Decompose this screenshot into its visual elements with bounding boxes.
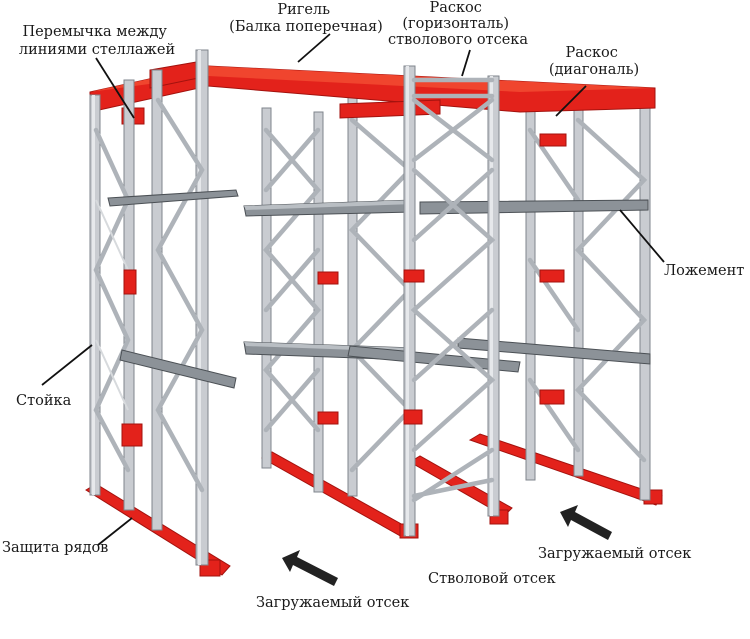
upright — [573, 99, 584, 477]
leader-crosstie — [95, 57, 135, 119]
leader-row-guard — [97, 517, 133, 546]
aisle-brace — [410, 167, 496, 453]
crosstie-red — [121, 423, 143, 447]
frame-brace — [527, 127, 581, 453]
left-frames — [89, 49, 209, 566]
frame-brace — [155, 97, 205, 493]
label-rail: Ложемент — [664, 263, 744, 279]
upright — [261, 107, 272, 469]
label-brace-horizontal: Раскос (горизонталь) стволового отсека — [388, 0, 528, 48]
label-line: (горизонталь) — [402, 16, 509, 32]
leader-brace-diagonal — [555, 85, 587, 117]
top-beam-main — [89, 65, 656, 113]
top-beam-highlight — [90, 66, 655, 92]
label-line: Раскос — [429, 0, 481, 16]
arrow-icon — [282, 550, 338, 586]
upright — [639, 89, 651, 501]
leader-brace-horizontal — [461, 49, 471, 77]
crosstie-red — [539, 269, 565, 283]
leader-beam — [297, 33, 331, 63]
upright-highlight — [92, 95, 95, 495]
crosstie-red — [539, 389, 565, 405]
frame-brace — [93, 127, 131, 473]
label-line: (диагональ) — [549, 62, 639, 78]
label-row-guard: Защита рядов — [2, 540, 108, 556]
crosstie-red — [317, 271, 339, 285]
upright — [487, 75, 500, 517]
frame-brace — [263, 127, 321, 433]
label-line: линиями стеллажей — [19, 42, 175, 58]
beam-red-small — [539, 133, 567, 147]
horizontal-brace — [411, 77, 495, 99]
rail — [457, 337, 651, 365]
label-line: Раскос — [565, 45, 617, 61]
upright — [151, 69, 163, 531]
upright-highlight — [406, 66, 409, 536]
upright-highlight — [490, 76, 493, 516]
crosstie-red — [317, 411, 339, 425]
label-line: Перемычка между — [22, 24, 167, 40]
crosstie-red — [403, 409, 423, 425]
rails — [107, 189, 651, 389]
label-crosstie: Перемычка между линиями стеллажей — [19, 24, 175, 58]
crosstie-red — [403, 269, 425, 283]
aisle-brace — [411, 97, 495, 163]
rail — [419, 199, 649, 215]
rail — [119, 349, 237, 389]
upright — [347, 95, 358, 497]
rail-top — [244, 200, 414, 210]
drive-aisle-frame — [317, 65, 565, 537]
rail — [107, 189, 239, 207]
label-line: Ригель — [277, 2, 330, 18]
frame-brace-light — [95, 199, 129, 411]
frame-brace — [348, 117, 414, 473]
label-brace-diagonal: Раскос (диагональ) — [549, 45, 639, 78]
upright — [403, 65, 416, 537]
label-line: стволового отсека — [388, 32, 528, 48]
upright — [313, 111, 324, 493]
upright — [525, 109, 536, 481]
horizontal-brace — [411, 477, 495, 499]
leader-rail — [619, 209, 665, 263]
upright — [123, 79, 135, 511]
labels: Перемычка между линиями стеллажей Ригель… — [2, 0, 744, 611]
leader-upright — [41, 344, 93, 386]
label-upright: Стойка — [16, 393, 72, 409]
label-loading-bay-left: Загружаемый отсек — [256, 595, 409, 611]
crosstie-red — [123, 269, 137, 295]
aisle-brace — [411, 167, 495, 503]
aisle-arrows — [282, 505, 612, 586]
leader-lines — [41, 33, 665, 546]
label-loading-bay-right: Загружаемый отсек — [538, 546, 691, 562]
label-line: (Балка поперечная) — [229, 19, 383, 35]
upright-highlight — [198, 50, 201, 565]
arrow-icon — [560, 505, 612, 540]
label-beam: Ригель (Балка поперечная) — [229, 2, 383, 35]
back-frames — [261, 89, 651, 501]
row-guard-middle — [261, 451, 413, 539]
label-drive-aisle: Стволовой отсек — [428, 571, 556, 587]
frame-brace — [574, 117, 648, 463]
